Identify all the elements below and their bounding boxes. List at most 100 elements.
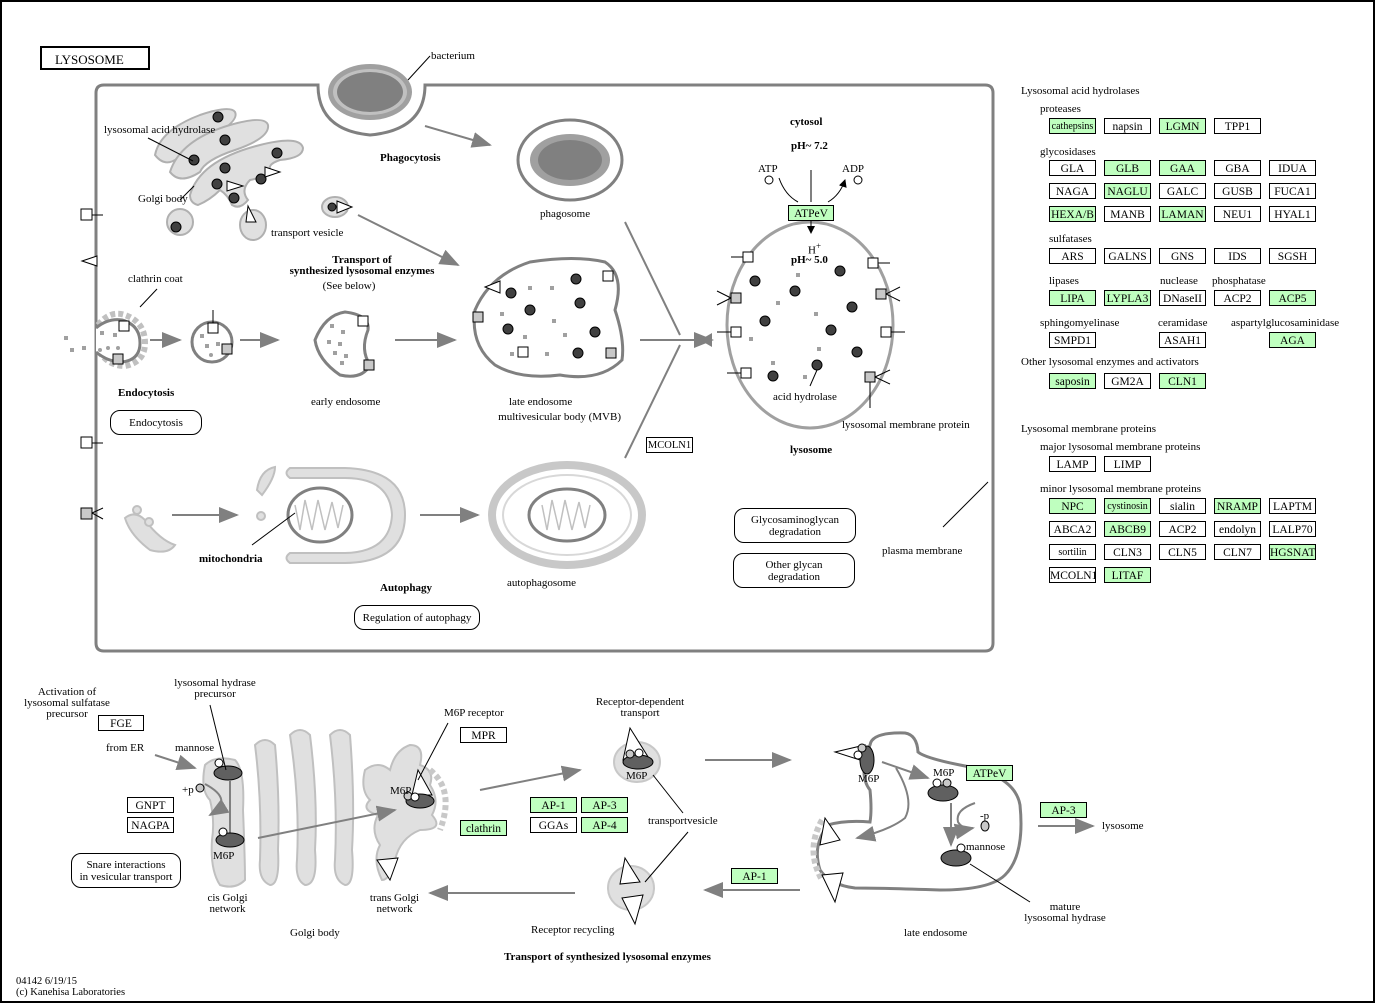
legend-other-label: Other lysosomal enzymes and activators <box>1021 356 1199 368</box>
hydrase-precursor-label-2: precursor <box>194 688 236 700</box>
gene-hgsnat[interactable]: HGSNAT <box>1269 544 1316 560</box>
clathrin-coat <box>428 767 449 832</box>
gene-limp[interactable]: LIMP <box>1104 456 1151 472</box>
gene-lipa[interactable]: LIPA <box>1049 290 1096 306</box>
plasma-membrane-leader <box>942 481 989 528</box>
coated-vesicle-icon <box>190 310 234 364</box>
map-regulation-of-autophagy[interactable]: Regulation of autophagy <box>354 605 480 630</box>
pathway-id-date: 04142 6/19/15 <box>16 976 77 987</box>
gene-acp2[interactable]: ACP2 <box>1214 290 1261 306</box>
gene-gla[interactable]: GLA <box>1049 160 1096 176</box>
gene-asah1[interactable]: ASAH1 <box>1159 332 1206 348</box>
gene-fge[interactable]: FGE <box>98 715 144 731</box>
gene-litaf[interactable]: LITAF <box>1104 567 1151 583</box>
gene-galc[interactable]: GALC <box>1159 183 1206 199</box>
gene-aga[interactable]: AGA <box>1269 332 1316 348</box>
gene-acp5[interactable]: ACP5 <box>1269 290 1316 306</box>
gene-cathepsins[interactable]: cathepsins <box>1049 118 1096 134</box>
gene-mcoln1[interactable]: MCOLN1 <box>1049 567 1096 583</box>
endocytosis-icon <box>64 288 158 370</box>
gene-nramp[interactable]: NRAMP <box>1214 498 1261 514</box>
see-below-label: (See below) <box>322 280 376 292</box>
gene-sortilin[interactable]: sortilin <box>1049 544 1096 560</box>
gene-lamp[interactable]: LAMP <box>1049 456 1096 472</box>
gene-gusb[interactable]: GUSB <box>1214 183 1261 199</box>
gene-ars[interactable]: ARS <box>1049 248 1096 264</box>
gene-gns[interactable]: GNS <box>1159 248 1206 264</box>
gene-acp2[interactable]: ACP2 <box>1159 521 1206 537</box>
gene-mcoln1[interactable]: MCOLN1 <box>646 437 693 453</box>
converge-line-1 <box>624 221 681 336</box>
map-gag-line1: Glycosaminoglycan <box>751 513 839 526</box>
gene-napsin[interactable]: napsin <box>1104 118 1151 134</box>
gene-ap1-recycle[interactable]: AP-1 <box>731 868 778 884</box>
gene-neu1[interactable]: NEU1 <box>1214 206 1261 222</box>
gene-mpr[interactable]: MPR <box>460 727 507 743</box>
gene-cystinosin[interactable]: cystinosin <box>1104 498 1151 514</box>
gene-abca2[interactable]: ABCA2 <box>1049 521 1096 537</box>
gene-abcb9[interactable]: ABCB9 <box>1104 521 1151 537</box>
activation-label-2: lysosomal sulfatase <box>24 697 110 709</box>
gene-endolyn[interactable]: endolyn <box>1214 521 1261 537</box>
gene-clathrin[interactable]: clathrin <box>460 820 507 836</box>
gene-cln3[interactable]: CLN3 <box>1104 544 1151 560</box>
mannose-endosome-label: mannose <box>966 841 1006 853</box>
map-endocytosis[interactable]: Endocytosis <box>110 410 202 435</box>
gene-atpev[interactable]: ATPeV <box>788 205 834 221</box>
gene-gnpt[interactable]: GNPT <box>127 797 174 813</box>
gene-laptm[interactable]: LAPTM <box>1269 498 1316 514</box>
gene-ap3[interactable]: AP-3 <box>581 797 628 813</box>
gene-gm2a[interactable]: GM2A <box>1104 373 1151 389</box>
gene-cln1[interactable]: CLN1 <box>1159 373 1206 389</box>
gene-gba[interactable]: GBA <box>1214 160 1261 176</box>
gene-nagpa[interactable]: NAGPA <box>127 817 174 833</box>
gene-npc[interactable]: NPC <box>1049 498 1096 514</box>
gene-ids[interactable]: IDS <box>1214 248 1261 264</box>
gene-saposin[interactable]: saposin <box>1049 373 1096 389</box>
gene-galns[interactable]: GALNS <box>1104 248 1151 264</box>
gene-ggas[interactable]: GGAs <box>530 817 577 833</box>
gene-hexa-b[interactable]: HEXA/B <box>1049 206 1096 222</box>
gene-gaa[interactable]: GAA <box>1159 160 1206 176</box>
map-glycosaminoglycan-degradation[interactable]: Glycosaminoglycan degradation <box>734 508 856 543</box>
map-snare-line1: Snare interactions <box>86 858 166 871</box>
gene-dnaseii[interactable]: DNaseII <box>1159 290 1206 306</box>
gene-laman[interactable]: LAMAN <box>1159 206 1206 222</box>
gene-tpp1[interactable]: TPP1 <box>1214 118 1261 134</box>
transport-title-1: Transport of <box>332 254 392 266</box>
gene-sgsh[interactable]: SGSH <box>1269 248 1316 264</box>
map-other-glycan-degradation[interactable]: Other glycan degradation <box>733 553 855 588</box>
gene-hyal1[interactable]: HYAL1 <box>1269 206 1316 222</box>
gene-lalp70[interactable]: LALP70 <box>1269 521 1316 537</box>
legend-glycosidases-label: glycosidases <box>1040 146 1096 158</box>
late-endosome-icon <box>472 257 625 379</box>
plus-label: + <box>815 241 822 251</box>
legend-ceramidase-label: ceramidase <box>1158 317 1208 329</box>
gene-naga[interactable]: NAGA <box>1049 183 1096 199</box>
gene-cln7[interactable]: CLN7 <box>1214 544 1261 560</box>
gene-lypla3[interactable]: LYPLA3 <box>1104 290 1151 306</box>
gene-cln5[interactable]: CLN5 <box>1159 544 1206 560</box>
lysosome-bottom-label: lysosome <box>1102 820 1144 832</box>
gene-smpd1[interactable]: SMPD1 <box>1049 332 1096 348</box>
gene-ap3-out[interactable]: AP-3 <box>1040 802 1087 818</box>
gene-fuca1[interactable]: FUCA1 <box>1269 183 1316 199</box>
gene-lgmn[interactable]: LGMN <box>1159 118 1206 134</box>
gene-naglu[interactable]: NAGLU <box>1104 183 1151 199</box>
gene-atpev-endosome[interactable]: ATPeV <box>966 765 1013 781</box>
legend-nuclease-label: nuclease <box>1160 275 1198 287</box>
gene-manb[interactable]: MANB <box>1104 206 1151 222</box>
gene-sialin[interactable]: sialin <box>1159 498 1206 514</box>
map-snare-interactions[interactable]: Snare interactions in vesicular transpor… <box>71 853 181 888</box>
gene-glb[interactable]: GLB <box>1104 160 1151 176</box>
gene-ap4[interactable]: AP-4 <box>581 817 628 833</box>
atp-label: ATP <box>758 163 778 175</box>
m6p-cis-label: M6P <box>213 850 235 862</box>
gene-ap1[interactable]: AP-1 <box>530 797 577 813</box>
transport-title-2: synthesized lysosomal enzymes <box>289 265 435 277</box>
copyright: (c) Kanehisa Laboratories <box>16 987 126 998</box>
gene-idua[interactable]: IDUA <box>1269 160 1316 176</box>
bacterium-icon <box>328 55 431 120</box>
